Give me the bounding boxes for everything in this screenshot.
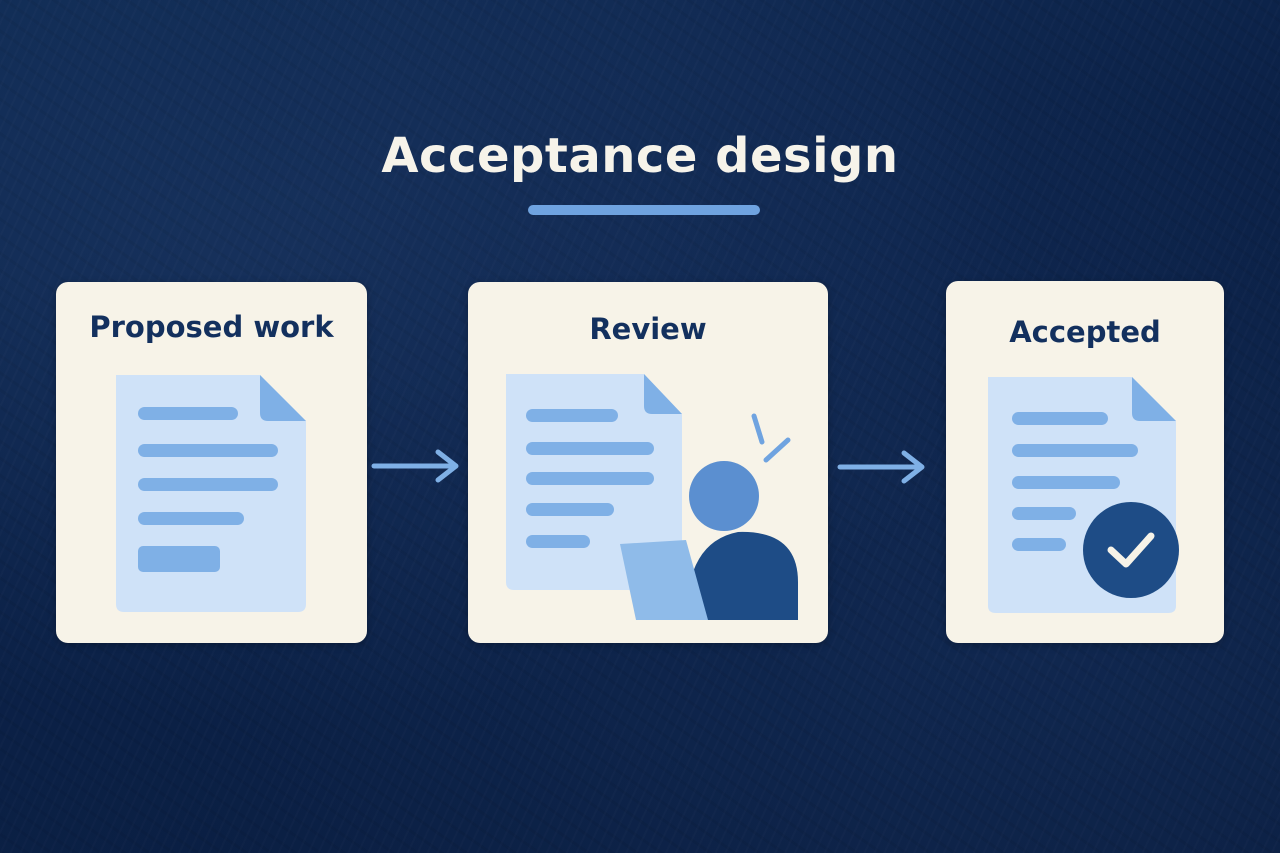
check-icon xyxy=(1083,502,1179,598)
card-label-review: Review xyxy=(589,312,707,346)
document-icon xyxy=(116,375,306,612)
card-review: Review xyxy=(468,282,828,643)
card-accepted: Accepted xyxy=(946,281,1224,643)
diagram-title: Acceptance design xyxy=(381,128,899,184)
arrow-right-icon xyxy=(371,449,459,483)
card-label-proposed-work: Proposed work xyxy=(89,310,334,344)
reviewer-icon xyxy=(506,374,798,620)
arrow-right-icon xyxy=(837,450,925,484)
card-label-accepted: Accepted xyxy=(1009,315,1161,349)
title-underline xyxy=(528,205,760,215)
card-proposed-work: Proposed work xyxy=(56,282,367,643)
